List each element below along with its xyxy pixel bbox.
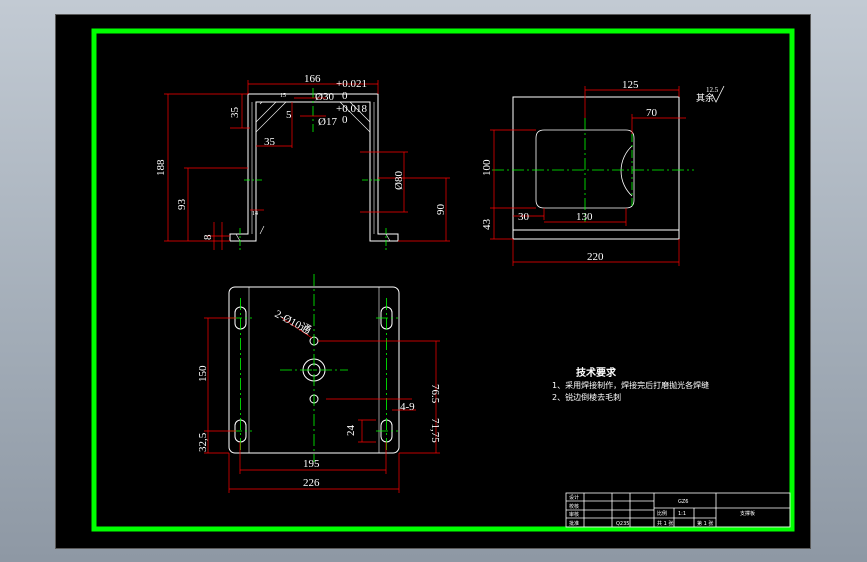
dim-195: 195 <box>303 458 320 470</box>
front-view: 166 +0.021 Ø30 0 +0.018 Ø17 0 35 5 15 14… <box>155 73 450 250</box>
front-view-centerlines <box>239 88 387 250</box>
roughness-label: 其余 <box>696 92 714 104</box>
drawing-sheet <box>55 14 811 549</box>
dim-14: 14 <box>252 211 258 217</box>
dim-71-75: 71,75 <box>429 418 441 443</box>
dim-166: 166 <box>304 73 321 85</box>
dim-125: 125 <box>622 79 639 91</box>
tech-requirement-2: 2、锐边倒棱去毛刺 <box>552 392 621 402</box>
roughness-value: 12.5 <box>706 86 719 94</box>
dim-phi17: Ø17 <box>318 116 337 128</box>
dim-tolerance-upper-2: +0.018 <box>336 103 367 115</box>
title-block-check: 校核 <box>569 503 579 510</box>
title-block-part-name: 支撑板 <box>740 510 755 517</box>
drawing-frame <box>91 28 795 532</box>
dim-226: 226 <box>303 477 320 489</box>
dim-holes: 2-Ø10通 <box>273 307 314 337</box>
title-block-scale-value: 1:1 <box>678 511 686 517</box>
dim-93: 93 <box>176 199 188 211</box>
dim-4-9: 4-9 <box>400 401 415 413</box>
dim-32-5: 32,5 <box>197 432 209 452</box>
title-block-sheet-number: 第 1 张 <box>697 520 713 527</box>
dim-30: 30 <box>518 211 530 223</box>
dim-130: 130 <box>576 211 593 223</box>
dim-24: 24 <box>345 425 357 437</box>
side-view: 125 70 100 43 30 130 220 12.5 其余 <box>481 79 725 266</box>
dim-35-left: 35 <box>229 107 241 119</box>
title-block-design: 设计 <box>569 494 579 501</box>
roughness-symbol <box>711 85 725 103</box>
top-view-centerlines <box>230 274 398 462</box>
front-view-dim-labels: 166 +0.021 Ø30 0 +0.018 Ø17 0 35 5 15 14… <box>155 73 447 240</box>
dim-70: 70 <box>646 107 658 119</box>
title-block-review: 审核 <box>569 511 579 518</box>
dim-zero-2: 0 <box>342 114 348 126</box>
dim-90: 90 <box>435 204 447 216</box>
dim-phi80: Ø80 <box>393 171 405 190</box>
side-view-dimensions <box>490 86 686 266</box>
dim-8: 8 <box>202 234 214 240</box>
dim-tolerance-upper: +0.021 <box>336 78 367 90</box>
dim-15: 15 <box>280 93 286 99</box>
title-block-scale-label: 比例 <box>657 510 667 517</box>
tech-requirement-1: 1、采用焊接制作，焊接完后打磨抛光各焊缝 <box>552 380 709 390</box>
title-block-part-code: GZ6 <box>678 499 688 505</box>
side-view-centerlines <box>492 118 694 222</box>
top-view: 2-Ø10通 150 32,5 195 226 76.5 4-9 24 71,7… <box>197 274 441 493</box>
front-view-outline <box>229 93 399 242</box>
front-view-dimensions <box>164 80 450 250</box>
dim-188: 188 <box>155 159 167 176</box>
title-block: 设计 校核 审核 批准 Q235 GZ6 比例 1:1 共 1 张 第 1 张 … <box>565 492 791 528</box>
dim-150: 150 <box>197 365 209 382</box>
dim-35-bottom: 35 <box>264 136 276 148</box>
top-view-dimensions <box>204 317 440 493</box>
title-block-approve: 批准 <box>569 520 579 527</box>
side-view-dim-labels: 125 70 100 43 30 130 220 12.5 其余 <box>481 79 719 263</box>
tech-requirements-title: 技术要求 <box>576 366 617 379</box>
dim-100: 100 <box>481 159 493 176</box>
top-view-dim-labels: 2-Ø10通 150 32,5 195 226 76.5 4-9 24 71,7… <box>197 307 441 489</box>
title-block-material: Q235 <box>616 521 629 527</box>
tech-requirements: 技术要求 1、采用焊接制作，焊接完后打磨抛光各焊缝 2、锐边倒棱去毛刺 <box>552 366 709 402</box>
dim-43: 43 <box>481 219 493 231</box>
dim-phi30: Ø30 <box>315 91 334 103</box>
dim-zero-1: 0 <box>342 90 348 102</box>
dim-220: 220 <box>587 251 604 263</box>
dim-5: 5 <box>286 109 292 121</box>
title-block-sheet-count: 共 1 张 <box>657 520 673 527</box>
dim-76-5: 76.5 <box>429 384 441 404</box>
title-block-grid <box>565 492 791 528</box>
